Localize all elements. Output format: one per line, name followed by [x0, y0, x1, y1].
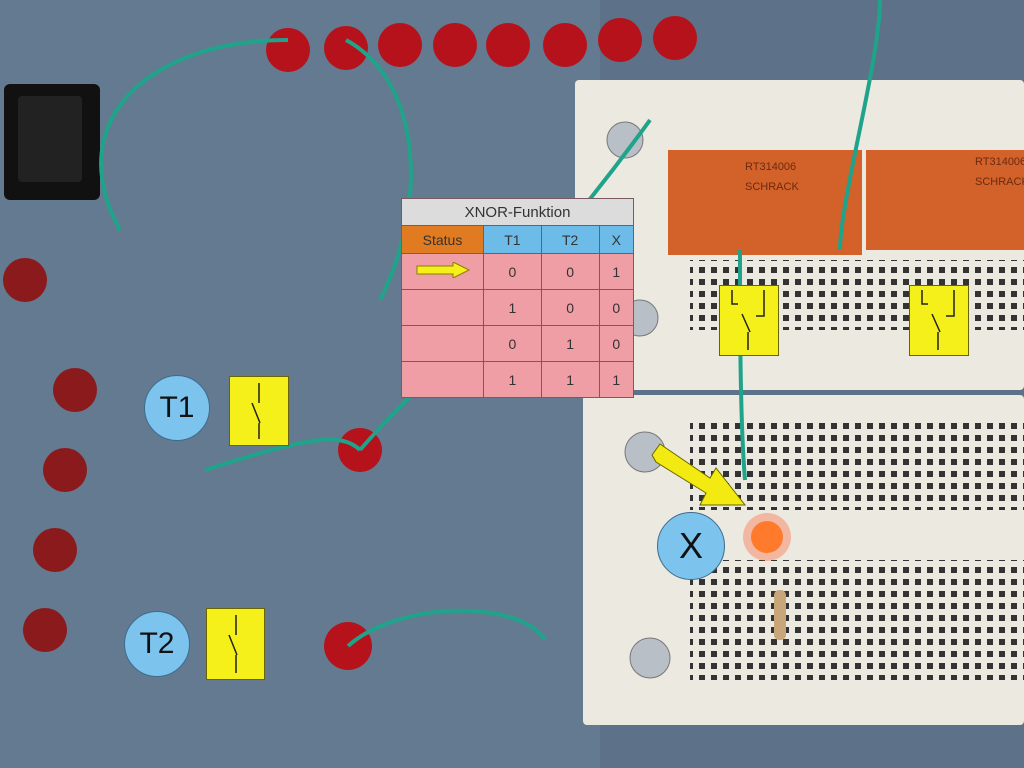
truth-table-title: XNOR-Funktion [401, 198, 634, 226]
table-row: 0 0 1 [401, 253, 635, 290]
status-cell [401, 325, 484, 362]
resistor [774, 590, 786, 640]
switch-symbol-t1 [229, 376, 289, 446]
normally-open-switch-icon [251, 383, 261, 439]
header-x: X [598, 225, 635, 254]
relay-1-model: RT314006 [745, 161, 796, 173]
push-buttons [3, 258, 97, 652]
cell-t1: 1 [483, 361, 542, 398]
status-arrow-icon [416, 261, 470, 279]
header-t2: T2 [540, 225, 600, 254]
header-status: Status [401, 225, 484, 254]
table-row: 1 0 0 [401, 289, 635, 326]
relay-contact-symbol-2 [909, 285, 969, 356]
relay-1-brand: SCHRACK [745, 181, 799, 193]
status-cell [401, 289, 484, 326]
status-cell [401, 361, 484, 398]
cell-t1: 0 [483, 325, 542, 362]
cell-t2: 1 [540, 361, 600, 398]
power-switch-rocker [18, 96, 82, 182]
switch-symbol-t2 [206, 608, 265, 680]
table-row: 1 1 1 [401, 361, 635, 398]
cell-x: 1 [598, 253, 635, 290]
changeover-contact-icon [921, 290, 955, 350]
status-cell [401, 253, 484, 290]
relay-1 [668, 150, 862, 255]
cell-t1: 1 [483, 289, 542, 326]
relay-2-model: RT314006 [975, 156, 1024, 168]
pointer-arrow [651, 443, 747, 506]
cell-t2: 0 [540, 253, 600, 290]
label-x: X [657, 512, 725, 580]
cell-t1: 0 [483, 253, 542, 290]
header-t1: T1 [483, 225, 542, 254]
cell-x: 0 [598, 325, 635, 362]
changeover-contact-icon [731, 290, 765, 350]
cell-x: 1 [598, 361, 635, 398]
cell-t2: 1 [540, 325, 600, 362]
label-t2: T2 [124, 611, 190, 677]
table-row: 0 1 0 [401, 325, 635, 362]
screws [606, 121, 671, 679]
relay-2-brand: SCHRACK [975, 176, 1024, 188]
relay-contact-symbol-1 [719, 285, 779, 356]
cell-t2: 0 [540, 289, 600, 326]
label-t1: T1 [144, 375, 210, 441]
led [751, 521, 783, 553]
truth-table: XNOR-Funktion Status T1 T2 X 0 0 1 1 0 0… [401, 198, 635, 398]
relay-2 [866, 150, 1024, 250]
normally-open-switch-icon [228, 615, 238, 673]
cell-x: 0 [598, 289, 635, 326]
